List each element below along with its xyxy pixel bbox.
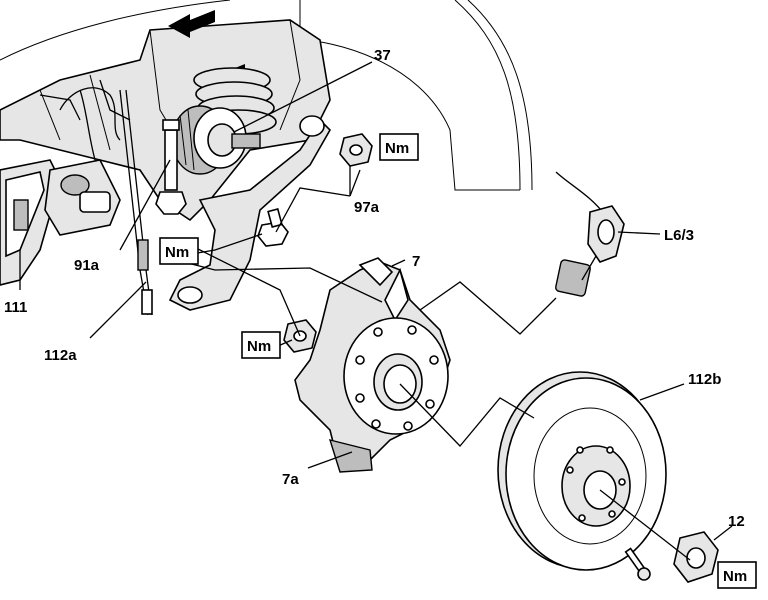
wheel-hub: [343, 317, 449, 435]
label-111: 111: [4, 299, 27, 316]
label-37: 37: [374, 47, 391, 64]
brake-disc: [497, 371, 667, 571]
torque-box: Nm: [379, 133, 419, 161]
torque-box: Nm: [717, 561, 757, 589]
parking-brake-actuator: [44, 159, 121, 236]
parking-brake-cable: [119, 89, 153, 316]
torque-label: Nm: [247, 338, 271, 355]
torque-box: Nm: [159, 237, 199, 265]
bolt-91a: [155, 119, 187, 215]
brake-caliper: [0, 159, 61, 286]
label-L6-3: L6/3: [664, 227, 694, 244]
label-7: 7: [412, 253, 420, 270]
torque-label: Nm: [385, 140, 409, 157]
label-112a: 112a: [44, 347, 77, 364]
leader-lines: [19, 61, 733, 561]
label-12: 12: [728, 513, 745, 530]
label-97a: 97a: [354, 199, 380, 216]
axle-nut: [673, 531, 719, 583]
drive-shaft-cv-joint: [171, 105, 261, 175]
label-7a: 7a: [282, 471, 299, 488]
bolt-97a: [257, 207, 289, 247]
torque-box: Nm: [241, 331, 281, 359]
torque-label: Nm: [165, 244, 189, 261]
arrow-icon: [168, 10, 215, 38]
lower-control-arm: [168, 115, 331, 311]
wheel-speed-sensor: [555, 171, 625, 297]
disc-screw: [624, 547, 651, 581]
label-112b: 112b: [688, 371, 721, 388]
torque-label: Nm: [723, 568, 747, 585]
nut-97a: [339, 133, 373, 167]
label-91a: 91a: [74, 257, 100, 274]
